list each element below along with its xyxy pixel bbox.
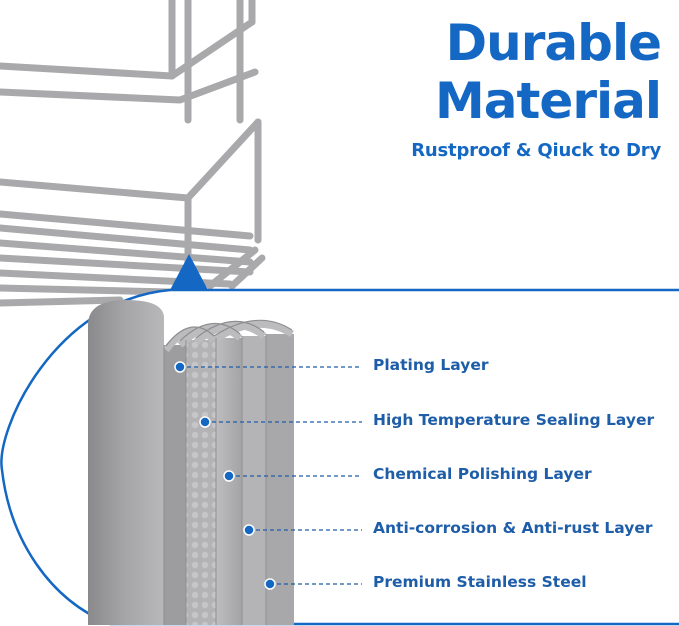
dot-marker-icon [174,361,186,373]
layer-label-stainless-steel: Premium Stainless Steel [373,573,587,591]
dot-marker-icon [199,416,211,428]
layer-label-plating: Plating Layer [373,356,489,374]
page-title: Durable Material [435,14,662,130]
leader-lines [180,366,362,585]
title-line-1: Durable [445,14,662,72]
dot-marker-icon [264,578,276,590]
triangle-pointer-icon [170,254,208,290]
layer-label-anti-corrosion: Anti-corrosion & Anti-rust Layer [373,519,653,537]
tube-cross-section [88,300,294,625]
title-line-2: Material [435,72,662,130]
layer-label-sealing: High Temperature Sealing Layer [373,411,655,429]
wire-rack [0,0,266,307]
subtitle: Rustproof & Qiuck to Dry [411,140,661,161]
dot-marker-icon [243,524,255,536]
layer-label-polishing: Chemical Polishing Layer [373,465,592,483]
dot-marker-icon [223,470,235,482]
